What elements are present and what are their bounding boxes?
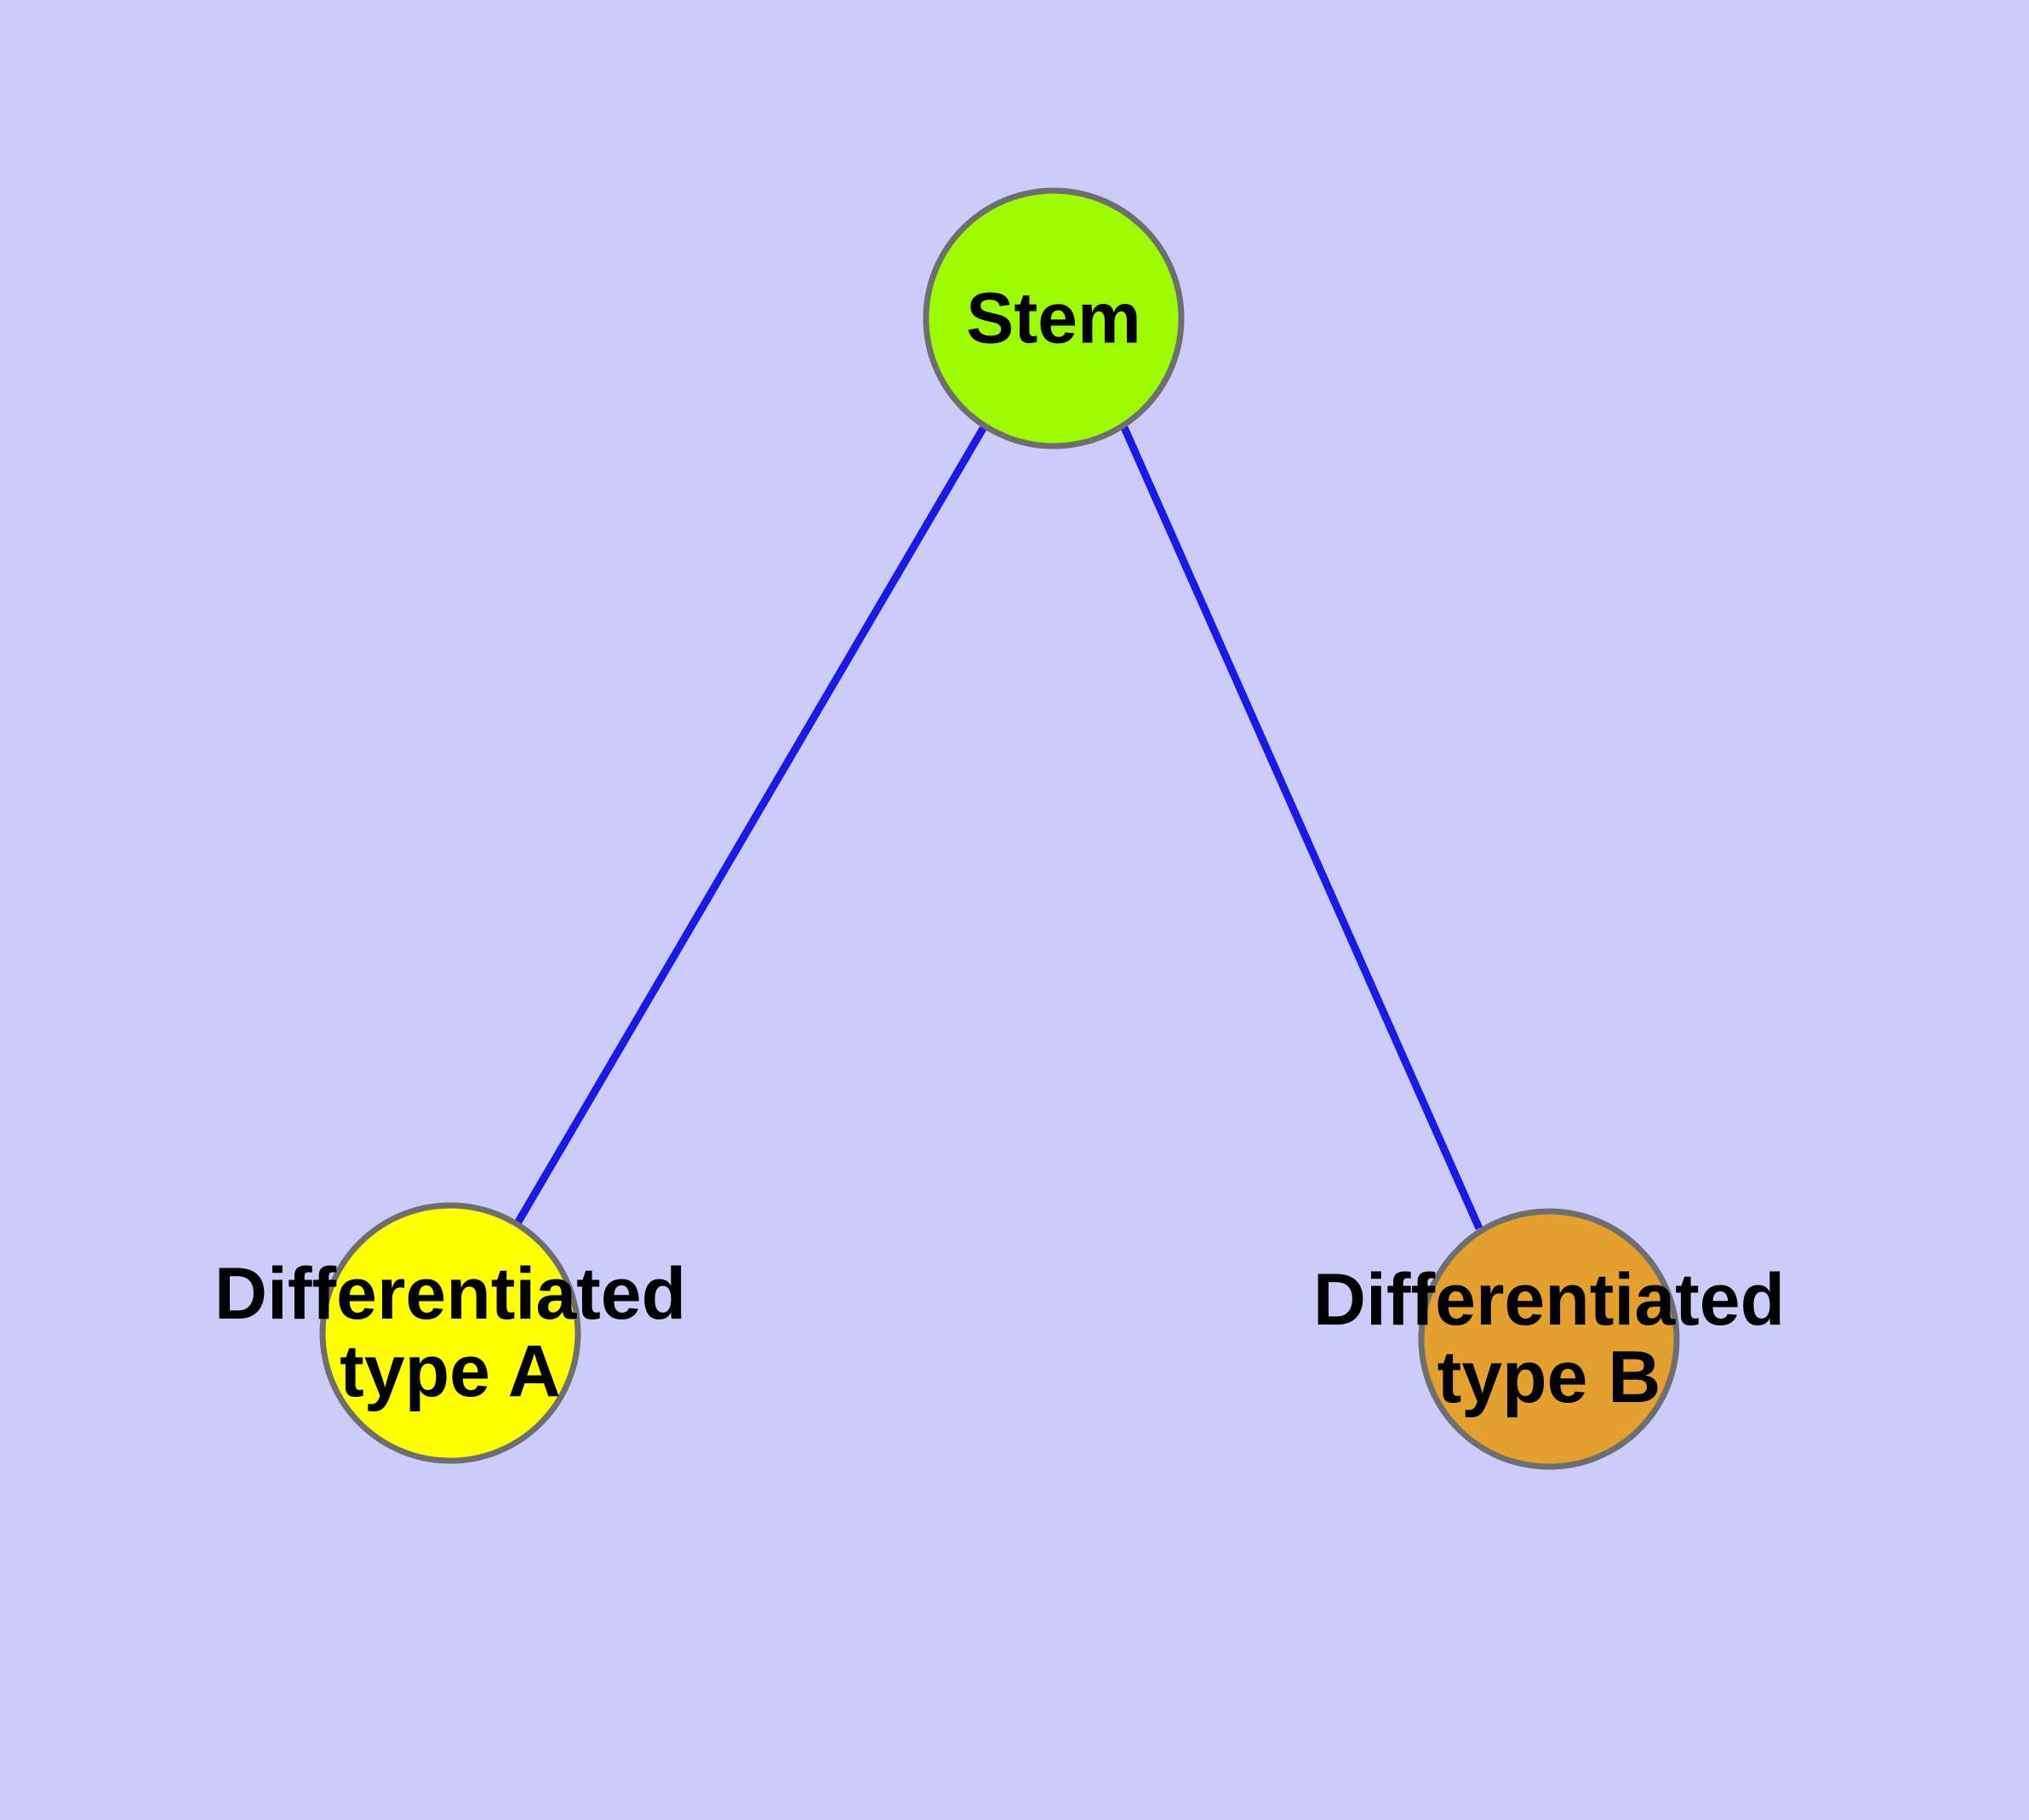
node-stem[interactable] <box>923 187 1185 449</box>
node-diff-b[interactable] <box>1418 1208 1680 1470</box>
node-layer <box>319 187 1680 1470</box>
edge-layer <box>514 423 1483 1230</box>
edge-stem-to-diff-a[interactable] <box>514 423 988 1226</box>
edge-stem-to-diff-b[interactable] <box>1119 424 1483 1230</box>
node-diff-a[interactable] <box>319 1202 581 1464</box>
